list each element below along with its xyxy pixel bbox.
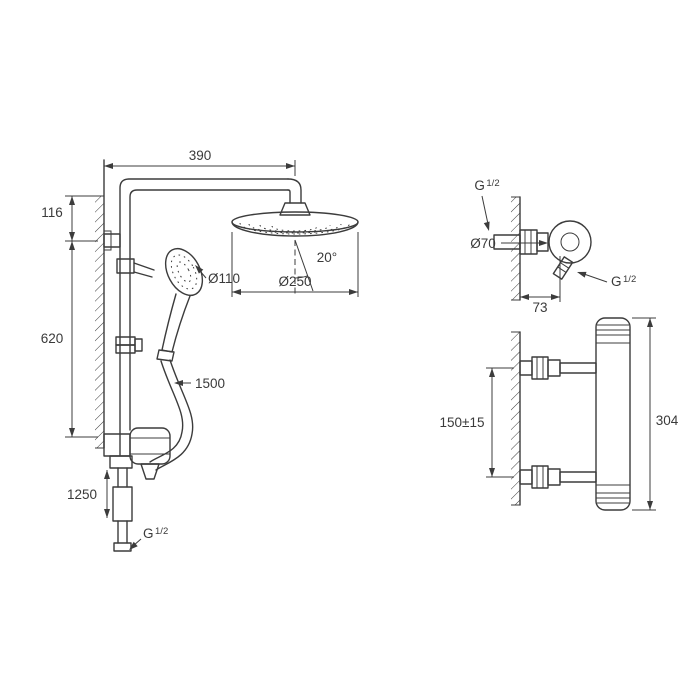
dimension-height-upper: 116: [41, 195, 98, 242]
hand-shower-holder: [116, 258, 155, 278]
height-lower-label: 620: [41, 331, 64, 346]
escutcheon-label: Ø70: [470, 236, 496, 251]
hose-length-label: 1500: [195, 376, 225, 391]
dimension-hose-length: 1500: [174, 376, 225, 391]
dimension-height-lower: 620: [41, 241, 98, 438]
hand-shower: [156, 247, 204, 362]
supply-length-label: 1250: [67, 487, 97, 502]
dimension-hand-diameter: Ø110: [195, 265, 240, 286]
dimension-width-top: 390: [104, 148, 296, 176]
thermostat-view: 150±15 304: [440, 317, 679, 511]
dimension-supply-length: 1250: [67, 470, 110, 518]
shower-hose: [149, 359, 194, 471]
head-diameter-label: Ø250: [278, 274, 311, 289]
thermostat-body: [595, 317, 631, 511]
height-upper-label: 116: [41, 205, 63, 220]
dimension-projection: 73: [520, 256, 561, 315]
width-top-label: 390: [189, 148, 212, 163]
hand-diameter-label: Ø110: [208, 271, 240, 286]
projection-label: 73: [532, 300, 547, 315]
dimension-body-height: 304: [632, 317, 679, 511]
shower-pipe: [119, 178, 302, 456]
wall-bracket-top: [103, 230, 121, 251]
dimension-head-diameter: Ø250: [231, 232, 359, 297]
shower-system-view: 20° Ø250 390 116: [41, 148, 359, 552]
spray-angle-label: 20°: [317, 250, 337, 265]
connection-distance-label: 150±15: [440, 415, 485, 430]
union-top: [519, 356, 597, 380]
wall-right-bottom: [511, 331, 521, 506]
head-shower: [231, 202, 359, 237]
slider-clamp: [115, 336, 143, 354]
bottom-housing: [103, 427, 171, 480]
wall-left: [95, 159, 105, 449]
body-height-label: 304: [656, 413, 679, 428]
union-bottom: [519, 465, 597, 489]
dimension-escutcheon: Ø70: [470, 236, 548, 251]
union-fitting: [493, 220, 592, 280]
dimension-connection-distance: 150±15: [440, 367, 514, 478]
spray-angle: 20°: [294, 239, 337, 296]
